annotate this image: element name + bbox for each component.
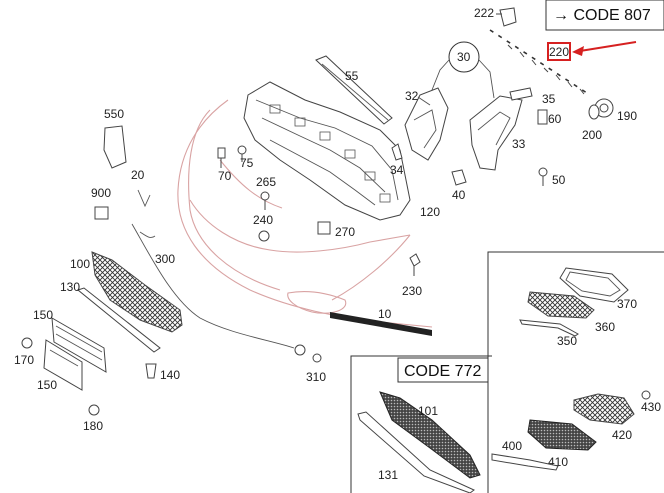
- label-430: 430: [641, 400, 661, 414]
- part-180-nut: 180: [83, 404, 103, 433]
- part-370-frame: 370: [559, 267, 637, 311]
- part-360-grille: 360: [527, 291, 615, 334]
- part-40-clip: 40: [451, 169, 467, 202]
- red-arrow-head-icon: [572, 46, 584, 56]
- label-180: 180: [83, 419, 103, 433]
- part-20-clip: 20: [131, 168, 151, 208]
- part-75-bolt: 75: [237, 145, 254, 170]
- part-265-screw: 265: [256, 175, 276, 210]
- part-240-nut: 240: [253, 213, 273, 242]
- code-807-box: → CODE 807: [545, 0, 664, 31]
- label-420: 420: [612, 428, 632, 442]
- callout-220: 220: [547, 41, 637, 61]
- label-370: 370: [617, 297, 637, 311]
- part-410-grille: 410: [527, 419, 597, 469]
- label-131: 131: [378, 468, 398, 482]
- part-420-frame: 420: [573, 393, 635, 442]
- part-350-strip: 350: [519, 319, 579, 348]
- part-34-clip: 34: [390, 143, 404, 177]
- part-130-strip: 130: [60, 280, 161, 353]
- label-550: 550: [104, 107, 124, 121]
- label-400: 400: [502, 439, 522, 453]
- part-35-clip: 35: [509, 87, 556, 106]
- part-300-cable: 300: [131, 223, 295, 349]
- code-772-label: CODE 772: [404, 363, 481, 380]
- label-55: 55: [345, 69, 359, 83]
- part-230-screw: 230: [402, 253, 422, 298]
- label-900: 900: [91, 186, 111, 200]
- label-310: 310: [306, 370, 326, 384]
- label-240: 240: [253, 213, 273, 227]
- code-807-label: → CODE 807: [553, 7, 651, 24]
- part-190-sensor: 190 200: [582, 98, 637, 142]
- part-100-grille: 100: [70, 251, 183, 333]
- part-400-strip: 400: [491, 439, 559, 471]
- callout-220-box: [547, 42, 571, 61]
- label-150-a: 150: [33, 308, 53, 322]
- label-150-b: 150: [37, 378, 57, 392]
- strip-220-ticks: [507, 44, 585, 95]
- label-140: 140: [160, 368, 180, 382]
- label-230: 230: [402, 284, 422, 298]
- part-60-clip: 60: [537, 109, 562, 126]
- part-131-strip: 131: [357, 411, 475, 493]
- label-30: 30: [457, 50, 471, 64]
- label-40: 40: [452, 188, 466, 202]
- label-100: 100: [70, 257, 90, 271]
- part-900-sensor: 900: [91, 186, 111, 220]
- part-270-pad: 270: [317, 221, 355, 239]
- label-33: 33: [512, 137, 526, 151]
- part-55-strip: 55: [315, 55, 393, 125]
- part-33-bracket: 33: [469, 95, 526, 171]
- label-101: 101: [418, 404, 438, 418]
- label-20: 20: [131, 168, 145, 182]
- label-190: 190: [617, 109, 637, 123]
- part-70-clip: 70: [217, 147, 232, 183]
- part-32-bracket: 32: [404, 87, 449, 161]
- label-350: 350: [557, 334, 577, 348]
- label-10: 10: [378, 307, 392, 321]
- label-70: 70: [218, 169, 232, 183]
- red-arrow-line: [579, 41, 637, 52]
- part-222-clip: 222: [474, 6, 517, 27]
- label-130: 130: [60, 280, 80, 294]
- part-120-carrier: 120: [243, 81, 440, 221]
- label-222: 222: [474, 6, 494, 20]
- label-360: 360: [595, 320, 615, 334]
- part-140-clip: 140: [145, 363, 180, 382]
- part-430-clip: 430: [641, 390, 661, 414]
- label-120: 120: [420, 205, 440, 219]
- label-35: 35: [542, 92, 556, 106]
- label-170: 170: [14, 353, 34, 367]
- label-32: 32: [405, 89, 419, 103]
- label-200: 200: [582, 128, 602, 142]
- part-101-grille: 101: [379, 391, 481, 479]
- part-150-plate-holder: 150 150: [33, 308, 107, 392]
- part-310-connector: 310: [294, 344, 326, 384]
- strip-220: [489, 29, 591, 96]
- callout-30: 30: [431, 41, 495, 99]
- label-300: 300: [155, 252, 175, 266]
- inset-code-772: CODE 772 101 131: [350, 355, 492, 493]
- part-170-screw: 170: [14, 337, 34, 367]
- label-270: 270: [335, 225, 355, 239]
- inset-right: 370 360 350: [487, 251, 664, 493]
- label-60: 60: [548, 112, 562, 126]
- label-220: 220: [549, 45, 569, 59]
- part-550: 550: [103, 107, 127, 169]
- label-50: 50: [552, 173, 566, 187]
- part-10-bumper-cover: 10: [177, 99, 433, 336]
- label-34: 34: [390, 163, 404, 177]
- label-265: 265: [256, 175, 276, 189]
- label-75: 75: [240, 156, 254, 170]
- part-50-screw: 50: [538, 167, 566, 187]
